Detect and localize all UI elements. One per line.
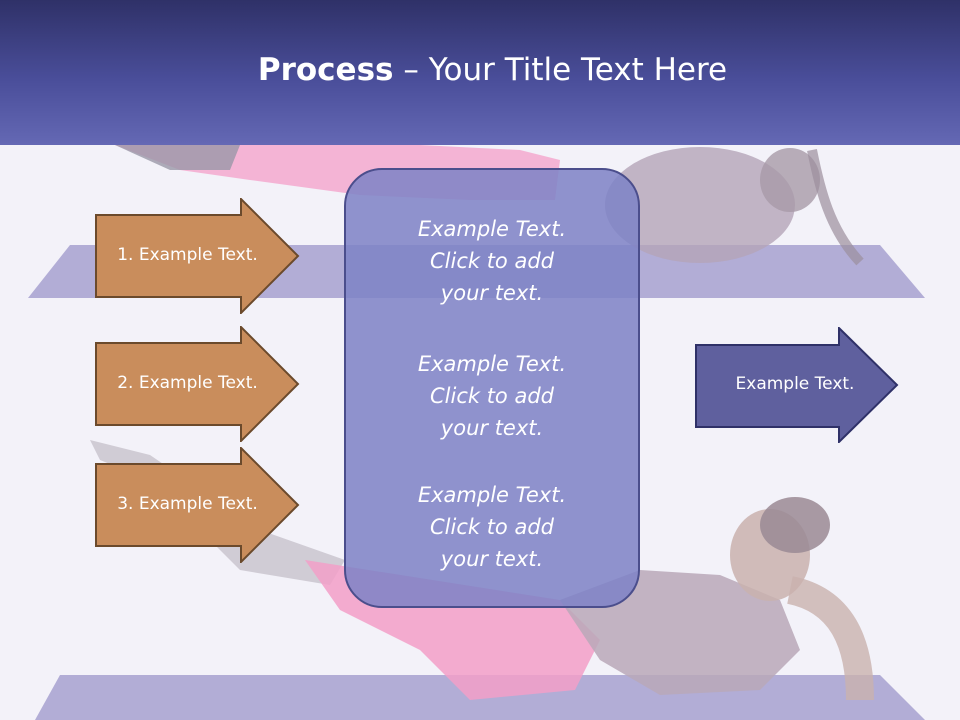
slide-title[interactable]: Process – Your Title Text Here	[0, 52, 960, 88]
result-arrow[interactable]: Example Text.	[695, 327, 900, 443]
process-step-1-label: 1. Example Text.	[117, 245, 258, 265]
arrow-shape	[95, 326, 300, 442]
process-step-2-arrow[interactable]: 2. Example Text.	[95, 326, 300, 442]
arrow-shape	[95, 198, 300, 314]
upper-figure-head	[760, 148, 820, 212]
process-step-1-arrow[interactable]: 1. Example Text.	[95, 198, 300, 314]
process-step-3-arrow[interactable]: 3. Example Text.	[95, 447, 300, 563]
upper-figure-braid	[807, 149, 864, 266]
center-text-box[interactable]: Example Text. Click to add your text. Ex…	[344, 168, 640, 608]
title-bold: Process	[257, 52, 394, 88]
center-text-block-1[interactable]: Example Text. Click to add your text.	[417, 217, 567, 305]
result-arrow-label: Example Text.	[735, 374, 855, 394]
lower-figure-hair	[760, 497, 830, 553]
arrow-shape	[695, 327, 899, 443]
center-text-block-3[interactable]: Example Text. Click to add your text.	[417, 483, 567, 571]
upper-figure-shoes	[115, 145, 240, 170]
upper-figure-torso	[605, 147, 795, 263]
center-text-block-2[interactable]: Example Text. Click to add your text.	[417, 352, 567, 440]
process-step-3-label: 3. Example Text.	[117, 494, 258, 514]
header-banner	[0, 0, 960, 145]
lower-figure-arm	[786, 576, 874, 701]
process-step-2-label: 2. Example Text.	[117, 373, 258, 393]
title-rest: – Your Title Text Here	[393, 52, 728, 88]
arrow-shape	[95, 447, 300, 563]
